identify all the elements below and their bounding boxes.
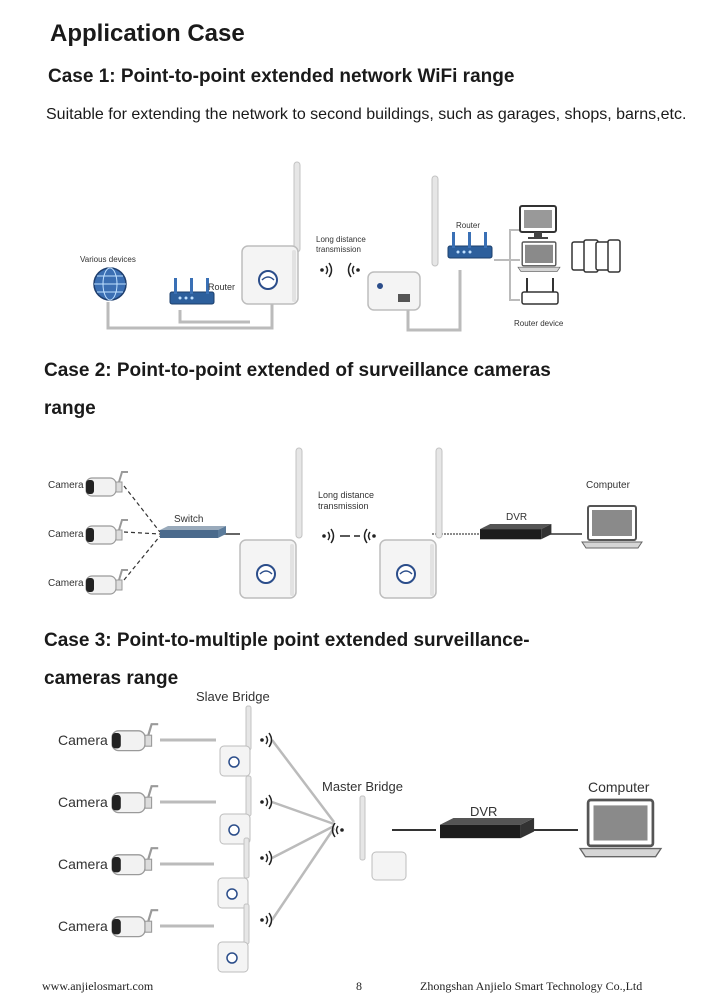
router-device-icon [521, 278, 559, 305]
case3-camera-2-label: Camera [58, 794, 108, 810]
case1-long-distance-line2: transmission [316, 245, 361, 254]
switch-icon [160, 526, 226, 538]
bridge-b-icon [379, 447, 443, 599]
slave-bridge-2-icon [219, 775, 273, 845]
case2-long-distance-line2: transmission [318, 501, 369, 511]
case1-title: Case 1: Point-to-point extended network … [48, 66, 515, 87]
case1-diagram: Various devices Router Long distance tra… [80, 161, 621, 332]
case2-dvr-label: DVR [506, 512, 527, 523]
desktop-monitor-icon [519, 205, 557, 239]
case2-computer-label: Computer [586, 480, 631, 491]
camera-3-icon [85, 569, 129, 595]
case2-wifi-out-icon [321, 528, 335, 544]
case3-diagram: Slave Bridge Master Bridge DVR Computer … [58, 689, 663, 973]
camera-2-icon [85, 519, 129, 545]
case3-dvr-label: DVR [470, 804, 497, 819]
laptop-icon [517, 241, 561, 273]
slave-bridge-label: Slave Bridge [196, 689, 270, 704]
case2-title-line1: Case 2: Point-to-point extended of surve… [44, 360, 551, 381]
case2-computer-icon [581, 505, 643, 549]
case2-camera-3-label: Camera [48, 578, 84, 589]
case3-camera-1-icon [110, 723, 160, 752]
globe-icon [93, 267, 127, 301]
switch-label: Switch [174, 514, 203, 525]
camera-1-icon [85, 471, 129, 497]
case3-camera-3-icon [110, 847, 160, 876]
router-right-label: Router [456, 221, 480, 230]
footer-company: Zhongshan Anjielo Smart Technology Co.,L… [420, 979, 643, 993]
case3-camera-3-label: Camera [58, 856, 108, 872]
router-left-label: Router [208, 282, 235, 292]
case2-long-distance-line1: Long distance [318, 490, 374, 500]
case3-computer-icon [578, 798, 663, 859]
case3-camera-1-label: Camera [58, 732, 108, 748]
case2-camera-1-label: Camera [48, 480, 84, 491]
case3-computer-label: Computer [588, 779, 650, 795]
bridge-right-icon [367, 175, 439, 311]
bridge-a-icon [239, 447, 303, 599]
case3-camera-2-icon [110, 785, 160, 814]
wifi-signal-in-icon [347, 262, 361, 278]
slave-bridge-1-icon [219, 705, 273, 777]
wifi-signal-out-icon [319, 262, 333, 278]
case3-dvr-icon [440, 818, 535, 839]
case3-camera-4-label: Camera [58, 918, 108, 934]
case2-diagram: Camera Camera Camera Switch Long distanc… [48, 447, 643, 599]
case2-wifi-in-icon [363, 528, 377, 544]
case2-camera-2-label: Camera [48, 529, 84, 540]
page-number: 8 [356, 979, 362, 993]
slave-bridge-3-icon [217, 837, 273, 909]
case2-title-line2: range [44, 398, 96, 419]
various-devices-label: Various devices [80, 255, 136, 264]
master-bridge-icon [331, 795, 407, 881]
case3-title-line2: cameras range [44, 668, 179, 689]
case3-camera-4-icon [110, 909, 160, 938]
master-bridge-label: Master Bridge [322, 779, 403, 794]
case2-dvr-icon [480, 524, 552, 540]
page-title: Application Case [50, 20, 245, 47]
case1-long-distance-line1: Long distance [316, 235, 366, 244]
bridge-left-icon [241, 161, 301, 305]
footer-website: www.anjielosmart.com [42, 979, 154, 993]
router-right-icon [447, 231, 493, 259]
router-device-label: Router device [514, 319, 564, 328]
slave-bridge-4-icon [217, 903, 273, 973]
case1-description: Suitable for extending the network to se… [46, 106, 687, 123]
case3-title-line1: Case 3: Point-to-multiple point extended… [44, 630, 530, 651]
mobile-devices-icon [571, 239, 621, 273]
